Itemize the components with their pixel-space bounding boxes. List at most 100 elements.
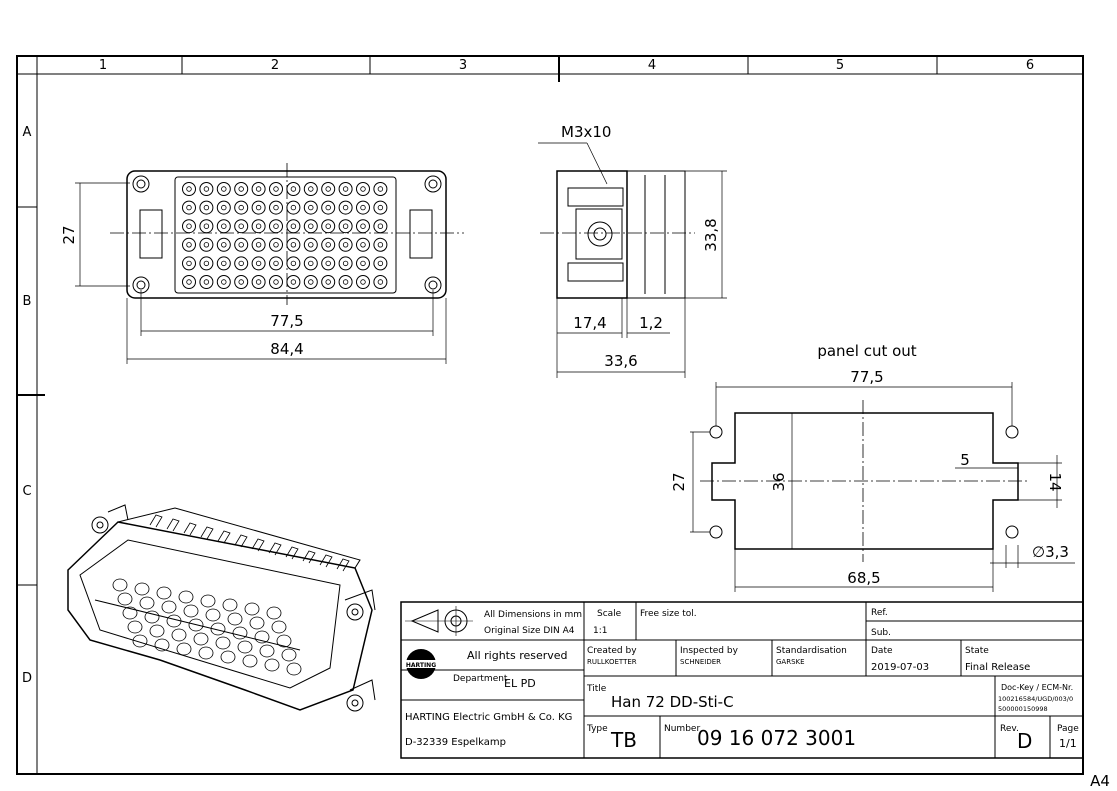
iso-contact-pin bbox=[188, 618, 204, 632]
iso-contact-pin bbox=[205, 608, 221, 622]
side-flange-dimension: 1,2 bbox=[639, 314, 663, 332]
iso-contact-pin bbox=[220, 650, 236, 664]
iso-contact-pin bbox=[132, 634, 148, 648]
contact-pin bbox=[338, 200, 353, 215]
column-label: 4 bbox=[648, 58, 656, 73]
iso-contact-pin bbox=[144, 610, 160, 624]
contact-pin bbox=[321, 182, 336, 196]
contact-pin bbox=[251, 256, 266, 271]
row-label: B bbox=[23, 294, 32, 309]
scale-label: Scale bbox=[597, 609, 622, 619]
contact-pin bbox=[216, 275, 231, 289]
standardisation-label: Standardisation bbox=[776, 646, 847, 656]
title-block bbox=[400, 601, 1084, 759]
iso-contact-pin bbox=[237, 640, 253, 654]
column-label: 2 bbox=[271, 58, 279, 73]
contact-pin bbox=[286, 200, 301, 215]
contact-pin bbox=[216, 182, 231, 196]
type-label: Type bbox=[586, 724, 608, 734]
contact-pin bbox=[182, 219, 196, 234]
scale-value: 1:1 bbox=[593, 626, 607, 636]
company-name: HARTING Electric GmbH & Co. KG bbox=[405, 712, 572, 723]
housing-rib bbox=[200, 526, 214, 540]
inspected-value: SCHNEIDER bbox=[680, 658, 721, 666]
row-label: A bbox=[23, 125, 32, 140]
iso-contact-pin bbox=[166, 614, 182, 628]
contact-pin bbox=[286, 182, 301, 196]
created-value: RULLKOETTER bbox=[587, 658, 637, 666]
sheet-format: A4 bbox=[1090, 772, 1110, 790]
panel-cutout-title: panel cut out bbox=[817, 342, 916, 360]
contact-pin bbox=[338, 237, 353, 252]
department-value: EL PD bbox=[504, 677, 536, 690]
contact-pin bbox=[234, 256, 249, 271]
rev-label: Rev. bbox=[1000, 724, 1019, 734]
type-value: TB bbox=[610, 728, 637, 752]
housing-rib bbox=[302, 550, 316, 564]
contact-pin bbox=[199, 275, 214, 289]
front-height-dimension: 27 bbox=[60, 225, 78, 244]
contact-pin bbox=[373, 256, 388, 271]
contact-pin bbox=[373, 200, 388, 215]
contact-pin bbox=[356, 256, 370, 271]
contact-pin bbox=[303, 219, 318, 234]
contact-pin bbox=[321, 256, 336, 271]
contact-pin bbox=[373, 182, 388, 196]
iso-contact-pin bbox=[134, 582, 150, 596]
tolerance-note: Free size tol. bbox=[640, 609, 697, 619]
iso-contact-pin bbox=[183, 604, 199, 618]
contact-pin bbox=[269, 219, 283, 234]
contact-pin bbox=[286, 275, 301, 289]
contact-pin bbox=[182, 237, 196, 252]
contact-pin bbox=[182, 256, 196, 271]
column-label: 3 bbox=[459, 58, 467, 73]
dimensions-note-1: All Dimensions in mm bbox=[484, 610, 582, 620]
cutout-left-height-dimension: 27 bbox=[670, 472, 688, 491]
iso-contact-pin bbox=[171, 628, 187, 642]
side-total-dimension: 33,6 bbox=[604, 352, 637, 370]
iso-contact-pin bbox=[161, 600, 177, 614]
contact-pin bbox=[199, 200, 214, 215]
column-label: 6 bbox=[1026, 58, 1034, 73]
iso-contact-pin bbox=[198, 646, 214, 660]
contact-pin bbox=[373, 275, 388, 289]
iso-contact-pin bbox=[149, 624, 165, 638]
contact-pin bbox=[216, 200, 231, 215]
iso-contact-pin bbox=[254, 630, 270, 644]
iso-contact-pin bbox=[249, 616, 265, 630]
iso-contact-pin bbox=[259, 644, 275, 658]
contact-pin bbox=[356, 182, 370, 196]
created-label: Created by bbox=[587, 646, 637, 656]
contact-pin bbox=[269, 256, 283, 271]
cutout-width-dimension: 68,5 bbox=[847, 569, 880, 587]
contact-pin bbox=[182, 182, 196, 196]
iso-contact-pin bbox=[176, 642, 192, 656]
iso-contact-pin bbox=[154, 638, 170, 652]
iso-contact-pin bbox=[266, 606, 282, 620]
contact-pin bbox=[199, 237, 214, 252]
date-value: 2019-07-03 bbox=[871, 662, 929, 673]
contact-pin bbox=[356, 275, 370, 289]
row-label: D bbox=[22, 671, 32, 686]
contact-pin bbox=[338, 219, 353, 234]
dockey-line-1: 100216584/UGD/003/0 bbox=[998, 695, 1073, 703]
contact-pin bbox=[303, 182, 318, 196]
row-label: C bbox=[22, 484, 31, 499]
front-inner-width-dimension: 77,5 bbox=[270, 312, 303, 330]
iso-contact-pin bbox=[271, 620, 287, 634]
ref-label: Ref. bbox=[871, 608, 888, 618]
side-height-dimension: 33,8 bbox=[702, 218, 720, 251]
housing-rib bbox=[166, 518, 180, 532]
housing-rib bbox=[285, 546, 299, 560]
iso-contact-pin bbox=[122, 606, 138, 620]
front-view bbox=[75, 163, 464, 364]
standardisation-value: GARSKE bbox=[776, 658, 805, 666]
contact-pin bbox=[199, 256, 214, 271]
contact-pin bbox=[269, 275, 283, 289]
contact-pin bbox=[234, 237, 249, 252]
housing-rib bbox=[251, 538, 265, 552]
contact-pin bbox=[216, 256, 231, 271]
column-label: 5 bbox=[836, 58, 844, 73]
iso-contact-pin bbox=[117, 592, 133, 606]
contact-pin bbox=[251, 182, 266, 196]
